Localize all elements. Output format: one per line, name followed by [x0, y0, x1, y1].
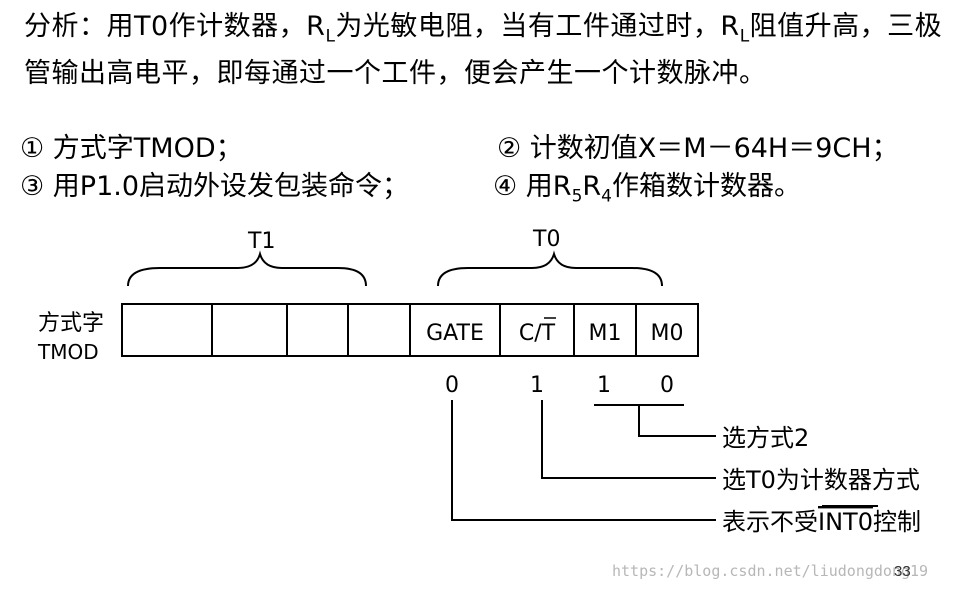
- value-gate: 0: [445, 373, 459, 398]
- r5-sub: 5: [571, 186, 583, 207]
- rl-symbol: RL: [306, 11, 335, 46]
- item4-suffix: 作箱数计数器。: [611, 171, 801, 202]
- group-label-t0: T0: [532, 227, 560, 252]
- bit-m0: M0: [651, 321, 684, 346]
- bit-gate: GATE: [426, 321, 484, 346]
- annotation-counter: 选T0为计数器方式: [722, 466, 920, 494]
- watermark: https://blog.csdn.net/liudongdong19: [612, 562, 929, 580]
- value-ct: 1: [530, 373, 544, 398]
- item-initial-value: ② 计数初值X＝M－64H＝9CH；: [497, 133, 899, 164]
- analysis-text-3: 阻值升高，三极管输出高电平，即每通过一个工件，便会产生一个计数脉冲。: [24, 11, 943, 90]
- value-m1: 1: [597, 373, 611, 398]
- annotation-gate-suffix: 控制: [873, 508, 921, 536]
- annotation-mode: 选方式2: [722, 424, 809, 452]
- item-tmod: ① 方式字TMOD；: [20, 133, 243, 164]
- annotation-gate-int0: INT0: [818, 508, 873, 536]
- analysis-text-1: 分析：用T0作计数器，: [24, 11, 307, 42]
- bit-ct: C/T: [519, 321, 556, 346]
- t0-brace: [437, 250, 663, 287]
- r4-sub: 4: [601, 186, 612, 207]
- rl-main: R: [306, 11, 326, 42]
- counter-connector: [541, 400, 716, 479]
- rl-sub: L: [325, 26, 336, 47]
- rl-main: R: [720, 11, 740, 42]
- rl-sub: L: [739, 26, 750, 47]
- page-number: 33: [894, 563, 911, 580]
- item4-prefix: ④ 用: [493, 171, 553, 202]
- group-label-t1: T1: [247, 229, 275, 254]
- t1-brace: [127, 250, 367, 287]
- mode-connector: [594, 404, 716, 437]
- register-label-line1: 方式字: [38, 311, 104, 336]
- r4-main: R: [582, 171, 602, 202]
- analysis-paragraph: 分析：用T0作计数器，RL为光敏电阻，当有工件通过时，RL阻值升高，三极管输出高…: [24, 8, 954, 93]
- bit-m1: M1: [589, 321, 622, 346]
- gate-connector: [451, 400, 716, 521]
- item-p10-start: ③ 用P1.0启动外设发包装命令；: [20, 171, 410, 202]
- value-m0: 0: [660, 373, 674, 398]
- rl-symbol: RL: [720, 11, 749, 46]
- item-box-counter: ④ 用R5R4作箱数计数器。: [493, 168, 801, 215]
- annotation-gate: 表示不受INT0控制: [722, 508, 921, 536]
- annotation-gate-prefix: 表示不受: [722, 508, 818, 536]
- register-label-line2: TMOD: [37, 340, 99, 364]
- analysis-text-2: 为光敏电阻，当有工件通过时，: [335, 11, 721, 42]
- r5-main: R: [552, 171, 572, 202]
